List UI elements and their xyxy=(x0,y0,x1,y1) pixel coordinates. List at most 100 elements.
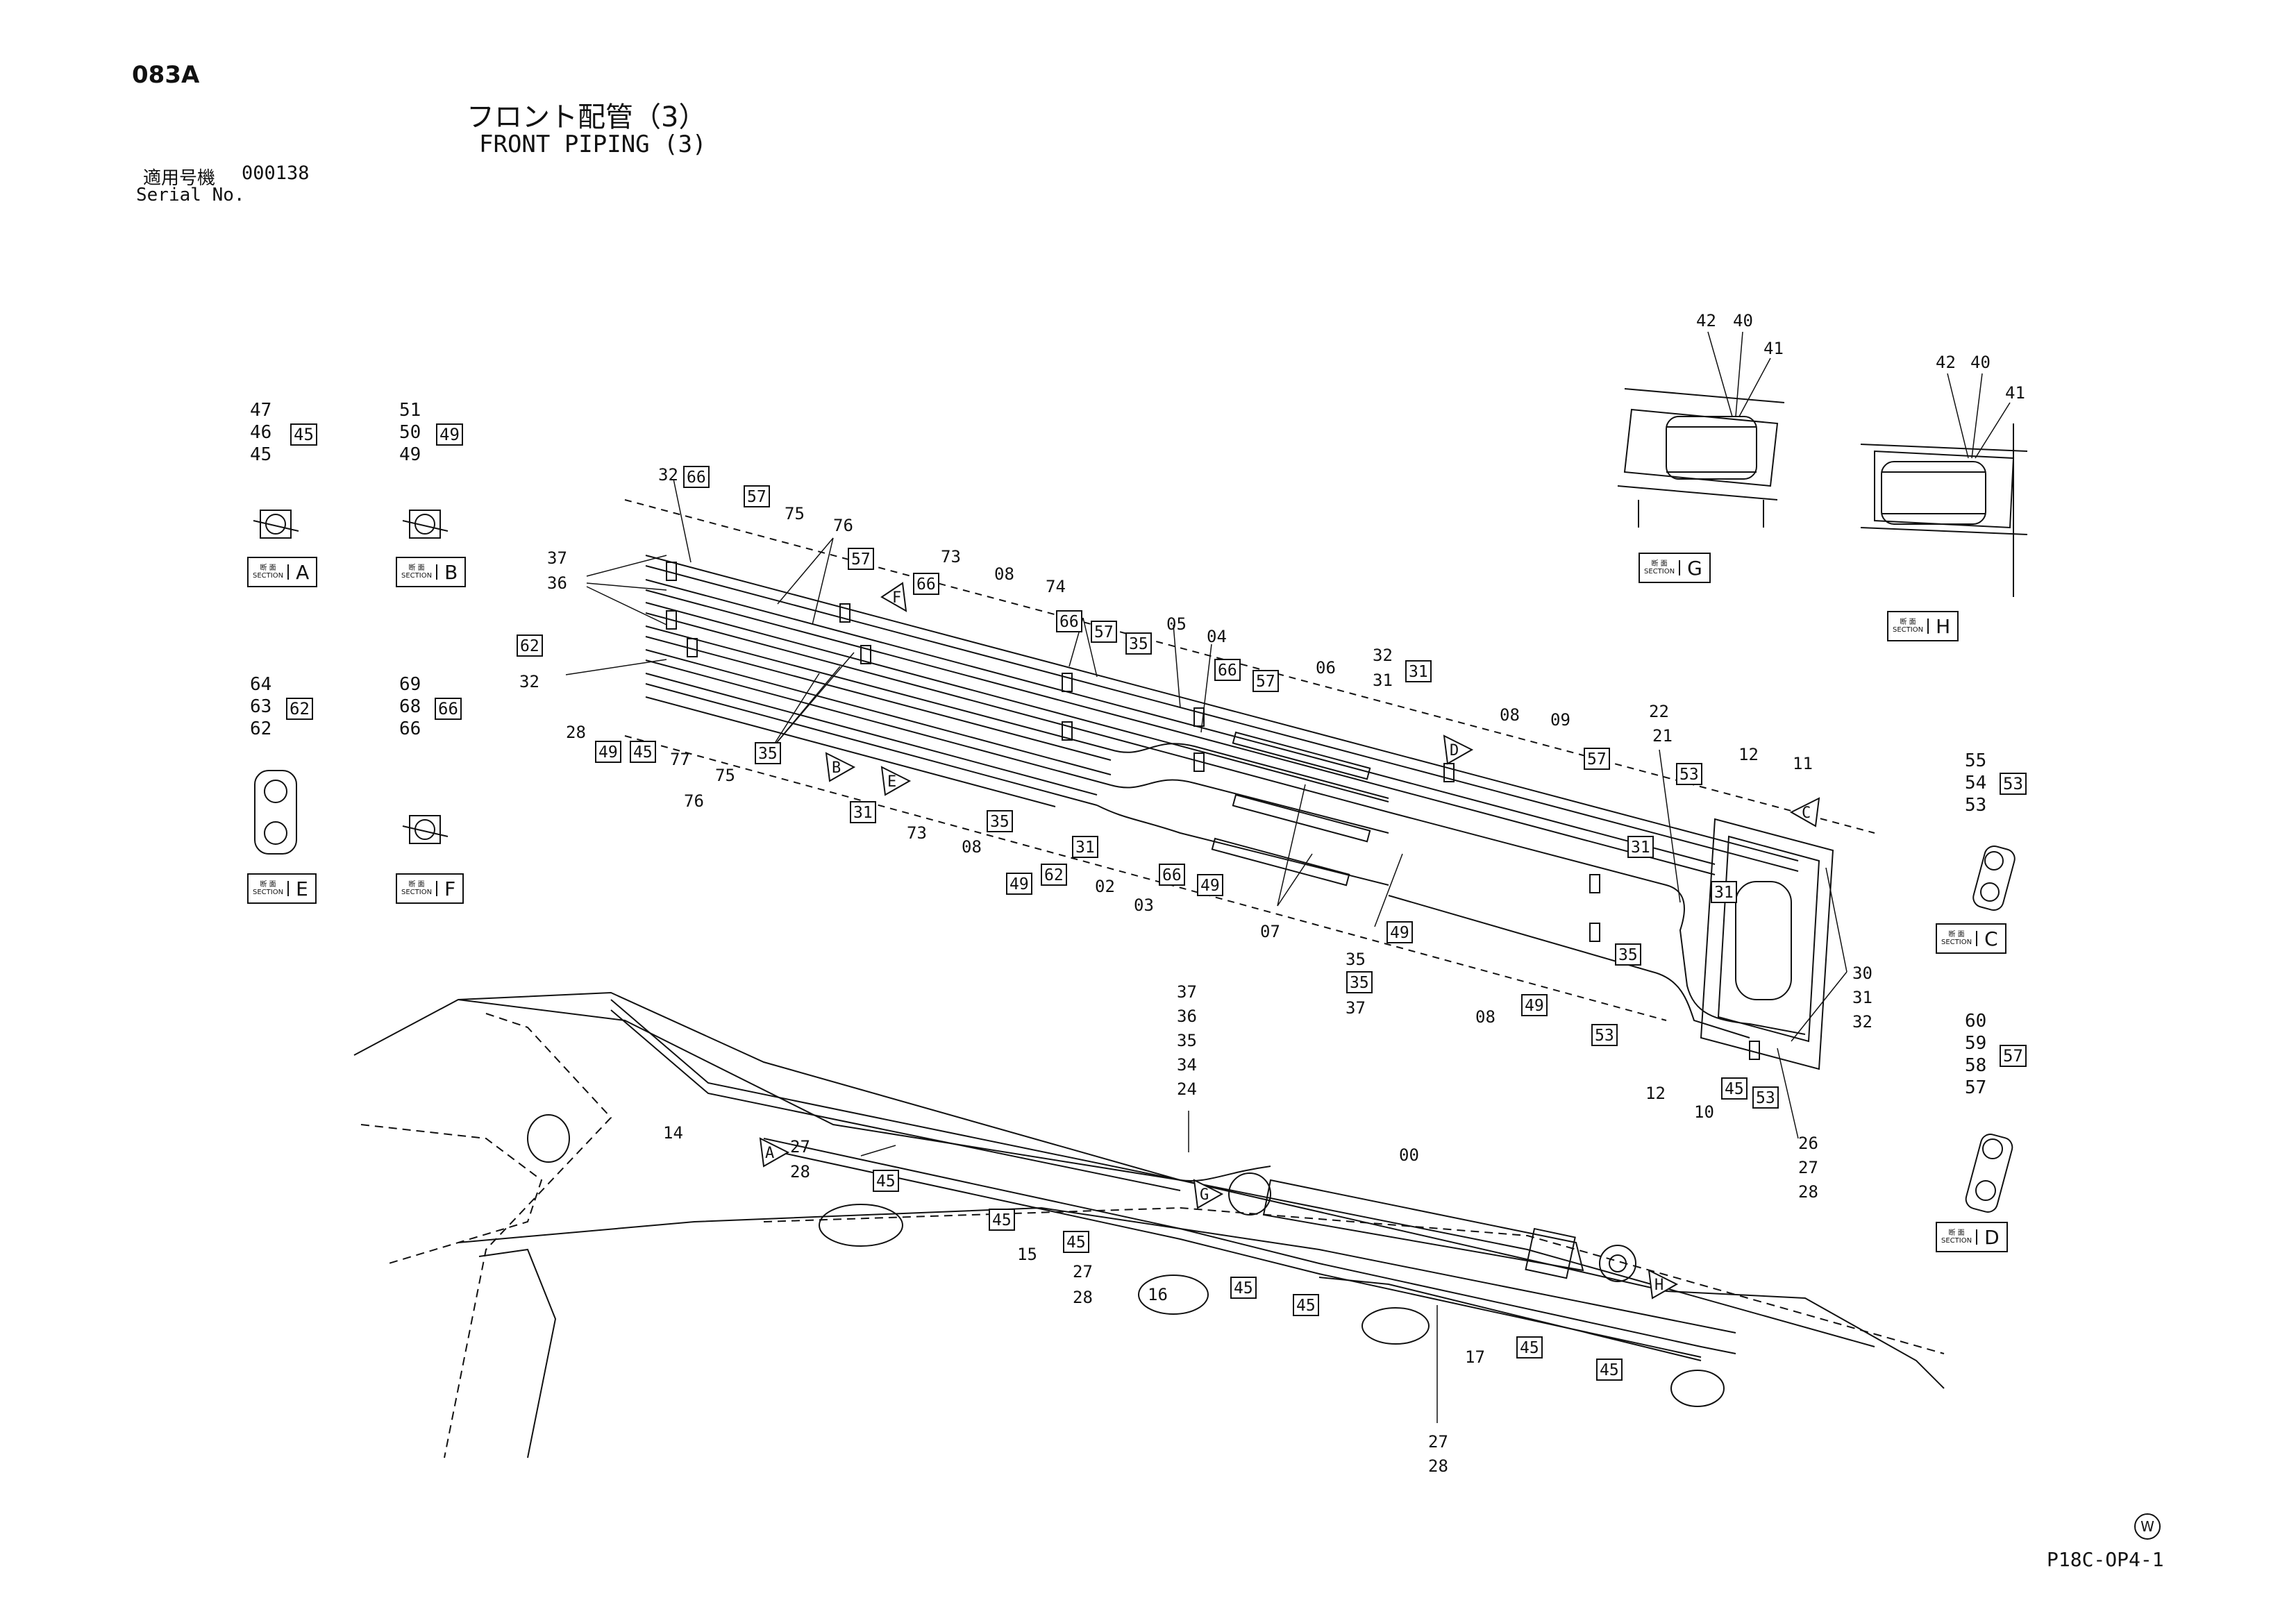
boxed-ref: 45 xyxy=(1063,1231,1089,1253)
boxed-ref: 57 xyxy=(848,548,874,570)
svg-text:62: 62 xyxy=(520,637,539,655)
boxed-ref: 35 xyxy=(987,810,1013,832)
boxed-ref: 31 xyxy=(1405,660,1432,682)
svg-text:49: 49 xyxy=(1009,875,1029,893)
boxed-ref: 53 xyxy=(1591,1024,1618,1046)
page-code: 083A xyxy=(132,61,200,89)
boxed-ref: 35 xyxy=(755,742,781,764)
view-marker-g: G xyxy=(1193,1179,1224,1209)
boxed-ref: 35 xyxy=(1125,632,1152,655)
boxed-ref: 66 xyxy=(913,573,939,595)
boxed-ref: 49 xyxy=(1006,873,1032,895)
callout: 07 xyxy=(1260,922,1280,941)
svg-text:41: 41 xyxy=(1763,339,1784,358)
callout: 24 xyxy=(1177,1079,1197,1099)
callout: 17 xyxy=(1465,1347,1485,1367)
svg-text:53: 53 xyxy=(1679,766,1699,784)
callout: 22 xyxy=(1649,702,1669,721)
svg-text:F: F xyxy=(892,589,901,607)
callout: 12 xyxy=(1738,745,1759,764)
svg-text:31: 31 xyxy=(1714,884,1734,902)
callout: 14 xyxy=(663,1123,683,1143)
svg-text:49: 49 xyxy=(1200,877,1220,895)
boxed-ref: 53 xyxy=(1676,763,1702,785)
callout: 00 xyxy=(1399,1145,1419,1165)
svg-text:B: B xyxy=(832,759,841,777)
svg-text:45: 45 xyxy=(876,1172,896,1191)
boxed-ref: 66 xyxy=(1214,659,1241,681)
svg-text:57: 57 xyxy=(747,488,766,506)
callout: 10 xyxy=(1694,1102,1714,1122)
boxed-ref: 49 xyxy=(1386,921,1413,943)
svg-text:49: 49 xyxy=(1525,997,1544,1015)
page-title-english: FRONT PIPING (3) xyxy=(479,131,707,158)
callout: 35 xyxy=(1177,1031,1197,1050)
serial-label-japanese: 適用号機 xyxy=(143,168,216,189)
svg-text:G: G xyxy=(1200,1186,1209,1204)
callout: 76 xyxy=(684,791,704,811)
boxed-ref: 57 xyxy=(1252,670,1279,692)
callout: 28 xyxy=(1073,1288,1093,1307)
svg-text:40: 40 xyxy=(1970,353,1991,372)
callout: 08 xyxy=(1475,1007,1495,1027)
boxed-ref: 49 xyxy=(1197,874,1223,896)
view-marker-f: F xyxy=(880,582,907,612)
section-b-ref: 49 xyxy=(436,423,463,446)
section-f-ref: 66 xyxy=(435,698,462,720)
leader-lines xyxy=(565,478,1847,1423)
view-marker-h: H xyxy=(1648,1269,1679,1300)
section-gh-leaders xyxy=(1707,331,2011,459)
section-c-ref: 53 xyxy=(2000,773,2027,795)
boxed-ref: 49 xyxy=(1521,994,1548,1016)
svg-text:D: D xyxy=(1450,742,1459,759)
svg-text:45: 45 xyxy=(1066,1234,1086,1252)
svg-text:53: 53 xyxy=(1595,1027,1614,1045)
boxed-ref: 62 xyxy=(517,634,543,657)
callout: 16 xyxy=(1148,1285,1168,1304)
callout: 34 xyxy=(1177,1055,1197,1075)
boxed-ref: 57 xyxy=(1584,748,1610,770)
svg-text:E: E xyxy=(887,773,896,791)
svg-text:35: 35 xyxy=(990,813,1009,831)
callout: 27 xyxy=(1428,1432,1448,1452)
section-sketches xyxy=(253,388,2028,1213)
callout: 04 xyxy=(1207,627,1227,646)
svg-text:35: 35 xyxy=(1129,635,1148,653)
callout: 32 xyxy=(658,465,678,485)
svg-text:45: 45 xyxy=(992,1211,1012,1229)
callout: 28 xyxy=(566,723,586,742)
boxed-ref: 31 xyxy=(850,801,876,823)
boxed-ref: 66 xyxy=(683,466,710,488)
svg-text:45: 45 xyxy=(633,743,653,762)
callout: 30 xyxy=(1852,964,1872,983)
serial-value: 000138 xyxy=(242,162,310,184)
svg-text:45: 45 xyxy=(1600,1361,1619,1379)
svg-text:66: 66 xyxy=(687,469,706,487)
svg-text:62: 62 xyxy=(1044,866,1064,884)
svg-text:49: 49 xyxy=(1390,924,1409,942)
callout-labels: 32 37 36 32 28 77 75 75 76 76 73 73 08 0… xyxy=(519,465,1872,1476)
boxed-ref: 62 xyxy=(1041,864,1067,886)
callout: 37 xyxy=(547,548,567,568)
corner-mark-icon: W xyxy=(2134,1513,2161,1540)
boxed-ref: 35 xyxy=(1615,943,1641,966)
svg-text:42: 42 xyxy=(1696,311,1716,330)
callout: 09 xyxy=(1550,710,1570,730)
callout: 05 xyxy=(1166,614,1187,634)
svg-text:49: 49 xyxy=(598,743,618,762)
svg-text:35: 35 xyxy=(758,745,778,763)
boom-structure-lower xyxy=(353,991,1945,1458)
callout: 32 xyxy=(1373,646,1393,665)
view-marker-b: B xyxy=(825,752,856,782)
svg-text:57: 57 xyxy=(1587,750,1607,768)
boxed-ref: 57 xyxy=(744,485,770,507)
